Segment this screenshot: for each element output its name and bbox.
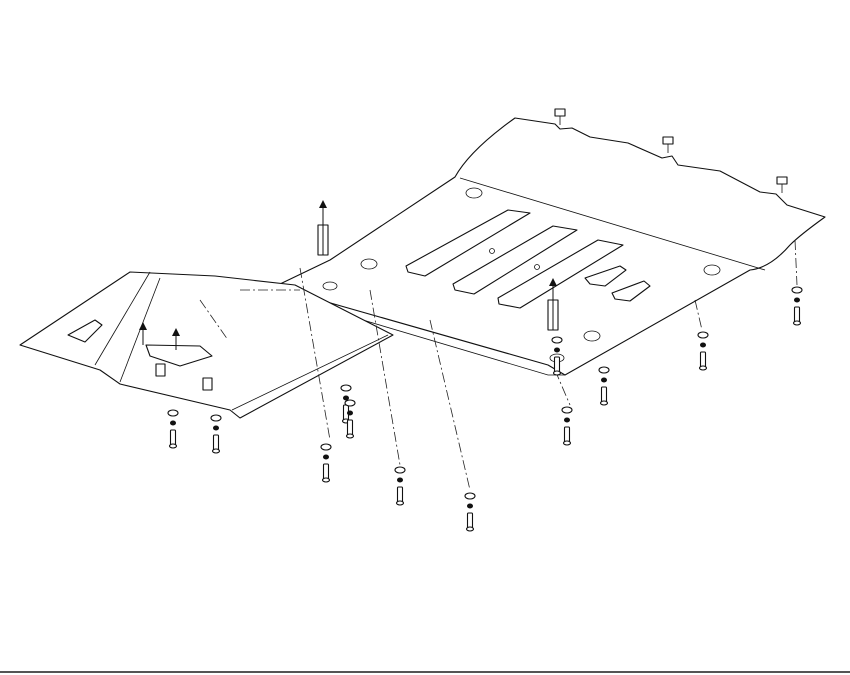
washer	[320, 443, 332, 451]
nut	[700, 342, 706, 348]
nut	[343, 395, 349, 401]
washer	[344, 399, 356, 407]
nut	[213, 425, 219, 431]
fastener-stack	[561, 406, 573, 446]
bolt-head	[562, 440, 572, 446]
washer	[340, 384, 352, 392]
dashed-leader-line	[369, 289, 401, 466]
bolt-head	[168, 443, 178, 449]
washer	[167, 409, 179, 417]
clip	[776, 176, 788, 185]
washer	[791, 286, 803, 294]
nut	[564, 417, 570, 423]
fastener-stack	[551, 336, 563, 376]
bolt-head	[792, 320, 802, 326]
bolt-head	[345, 433, 355, 439]
washer	[551, 336, 563, 344]
washer	[598, 366, 610, 374]
clip-nut	[554, 108, 566, 125]
fastener-stack	[320, 443, 332, 483]
plate-slots	[405, 209, 624, 309]
bolt-head	[552, 370, 562, 376]
tow-bracket-1	[584, 265, 627, 287]
clip	[662, 136, 674, 145]
dashed-leader-line	[694, 299, 703, 331]
washer	[464, 492, 476, 500]
bottom-rule	[0, 671, 850, 673]
fastener-stack	[394, 466, 406, 506]
dashed-leader-line	[794, 239, 798, 286]
bolt-head	[395, 500, 405, 506]
washer	[210, 414, 222, 422]
nut	[323, 454, 329, 460]
clip-nut	[776, 176, 788, 193]
bolt-head	[211, 448, 221, 454]
arrow-head-icon	[139, 322, 147, 330]
fastener-stack	[464, 492, 476, 532]
fastener-stack	[167, 409, 179, 449]
arrow-head-icon	[549, 278, 557, 286]
clip-nut	[662, 136, 674, 153]
arrow-head-icon	[319, 200, 327, 208]
nut	[467, 503, 473, 509]
fastener-stack	[340, 384, 352, 424]
nut	[347, 410, 353, 416]
tow-bracket-front	[67, 319, 103, 343]
dashed-leader-line	[199, 299, 229, 341]
dashed-leader-line	[299, 267, 331, 441]
main-skid-plate	[279, 117, 826, 376]
front-skid-plate	[19, 271, 394, 419]
washer	[561, 406, 573, 414]
fastener-stack	[598, 366, 610, 406]
clip	[554, 108, 566, 117]
nut	[170, 420, 176, 426]
bolt-head	[698, 365, 708, 371]
mount-bracket-front	[145, 344, 213, 367]
nut	[794, 297, 800, 303]
nut	[397, 477, 403, 483]
bolt-head	[599, 400, 609, 406]
bolt-head	[321, 477, 331, 483]
fastener-stack	[210, 414, 222, 454]
dashed-leader-line	[554, 369, 571, 406]
fastener-stack	[697, 331, 709, 371]
bolt-head	[465, 526, 475, 532]
arrow-head-icon	[172, 328, 180, 336]
tow-bracket-2	[611, 280, 651, 302]
fastener-stack	[344, 399, 356, 439]
washer	[394, 466, 406, 474]
nut	[601, 377, 607, 383]
dashed-leader-line	[429, 319, 471, 491]
nut	[554, 347, 560, 353]
washer	[697, 331, 709, 339]
fastener-stack	[791, 286, 803, 326]
